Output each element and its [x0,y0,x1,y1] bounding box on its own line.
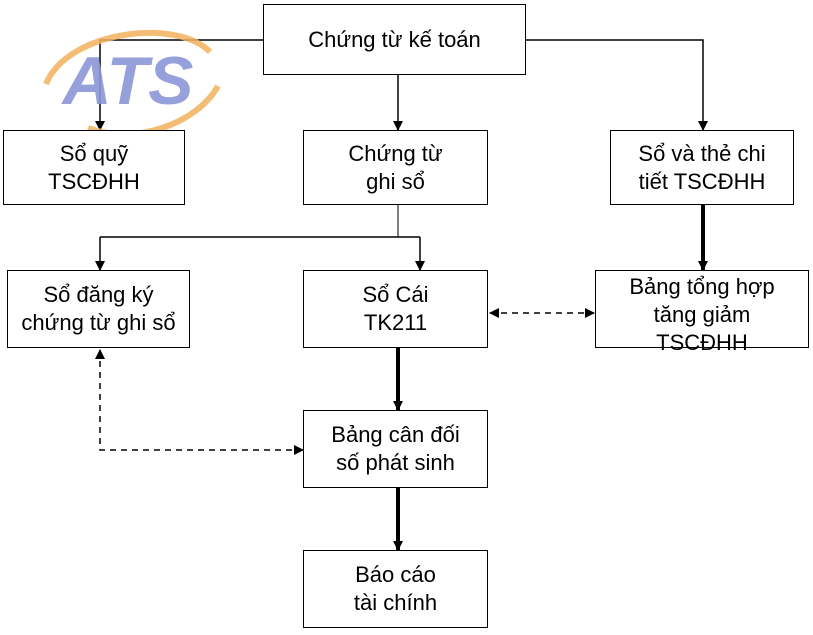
node-label-line: TSCĐHH [656,330,748,355]
node-bang-can-doi: Bảng cân đối số phát sinh [303,410,488,488]
node-so-quy-tscdhh: Sổ quỹ TSCĐHH [3,130,185,205]
node-label-line: Chứng từ kế toán [308,26,481,52]
node-so-the-chi-tiet: Sổ và thẻ chi tiết TSCĐHH [610,130,794,205]
node-lines: Sổ đăng ký chứng từ ghi sổ [21,281,175,337]
node-label-line: Báo cáo [355,562,436,587]
edge-so-dang-ky-bang-can-doi-dashed [95,349,304,455]
node-so-dang-ky: Sổ đăng ký chứng từ ghi sổ [7,270,190,348]
node-label-line: Sổ Cái [362,282,429,307]
node-lines: Bảng cân đối số phát sinh [331,421,459,477]
node-lines: Bảng tổng hợp tăng giảm TSCĐHH [629,273,774,357]
node-label-line: ghi sổ [366,168,425,194]
node-lines: Báo cáo tài chính [354,561,437,617]
node-chung-tu-ke-toan: Chứng từ kế toán [263,4,526,75]
node-lines: Chứng từ ghi sổ [348,140,442,196]
node-label-line: Chứng từ [348,140,443,166]
node-lines: Sổ và thẻ chi tiết TSCĐHH [638,140,765,196]
node-lines: Sổ Cái TK211 [362,281,428,337]
node-label-line: Bảng tổng hợp [629,274,775,299]
node-label-line: TSCĐHH [48,168,140,194]
node-label-line: tiết TSCĐHH [638,168,766,194]
node-chung-tu-ghi-so: Chứng từ ghi sổ [303,130,488,205]
node-so-cai-tk211: Sổ Cái TK211 [303,270,488,348]
node-label-line: Sổ đăng ký [43,282,154,307]
edge-root-to-so-the-chi-tiet [526,39,708,131]
node-lines: Chứng từ kế toán [308,26,481,54]
node-bao-cao-tai-chinh: Báo cáo tài chính [303,550,488,628]
node-label-line: Bảng cân đối [331,422,460,447]
node-label-line: tài chính [353,590,438,615]
node-label-line: TK211 [363,310,428,335]
node-label-line: tăng giảm [653,302,751,327]
node-lines: Sổ quỹ TSCĐHH [48,140,140,196]
node-bang-tong-hop: Bảng tổng hợp tăng giảm TSCĐHH [595,270,809,355]
node-label-line: Sổ quỹ [59,140,129,166]
ats-logo: ATS [43,30,221,138]
node-label-line: số phát sinh [336,450,455,475]
node-label-line: chứng từ ghi sổ [21,310,176,335]
svg-text:ATS: ATS [61,43,194,119]
node-label-line: Sổ và thẻ chi [638,140,766,166]
